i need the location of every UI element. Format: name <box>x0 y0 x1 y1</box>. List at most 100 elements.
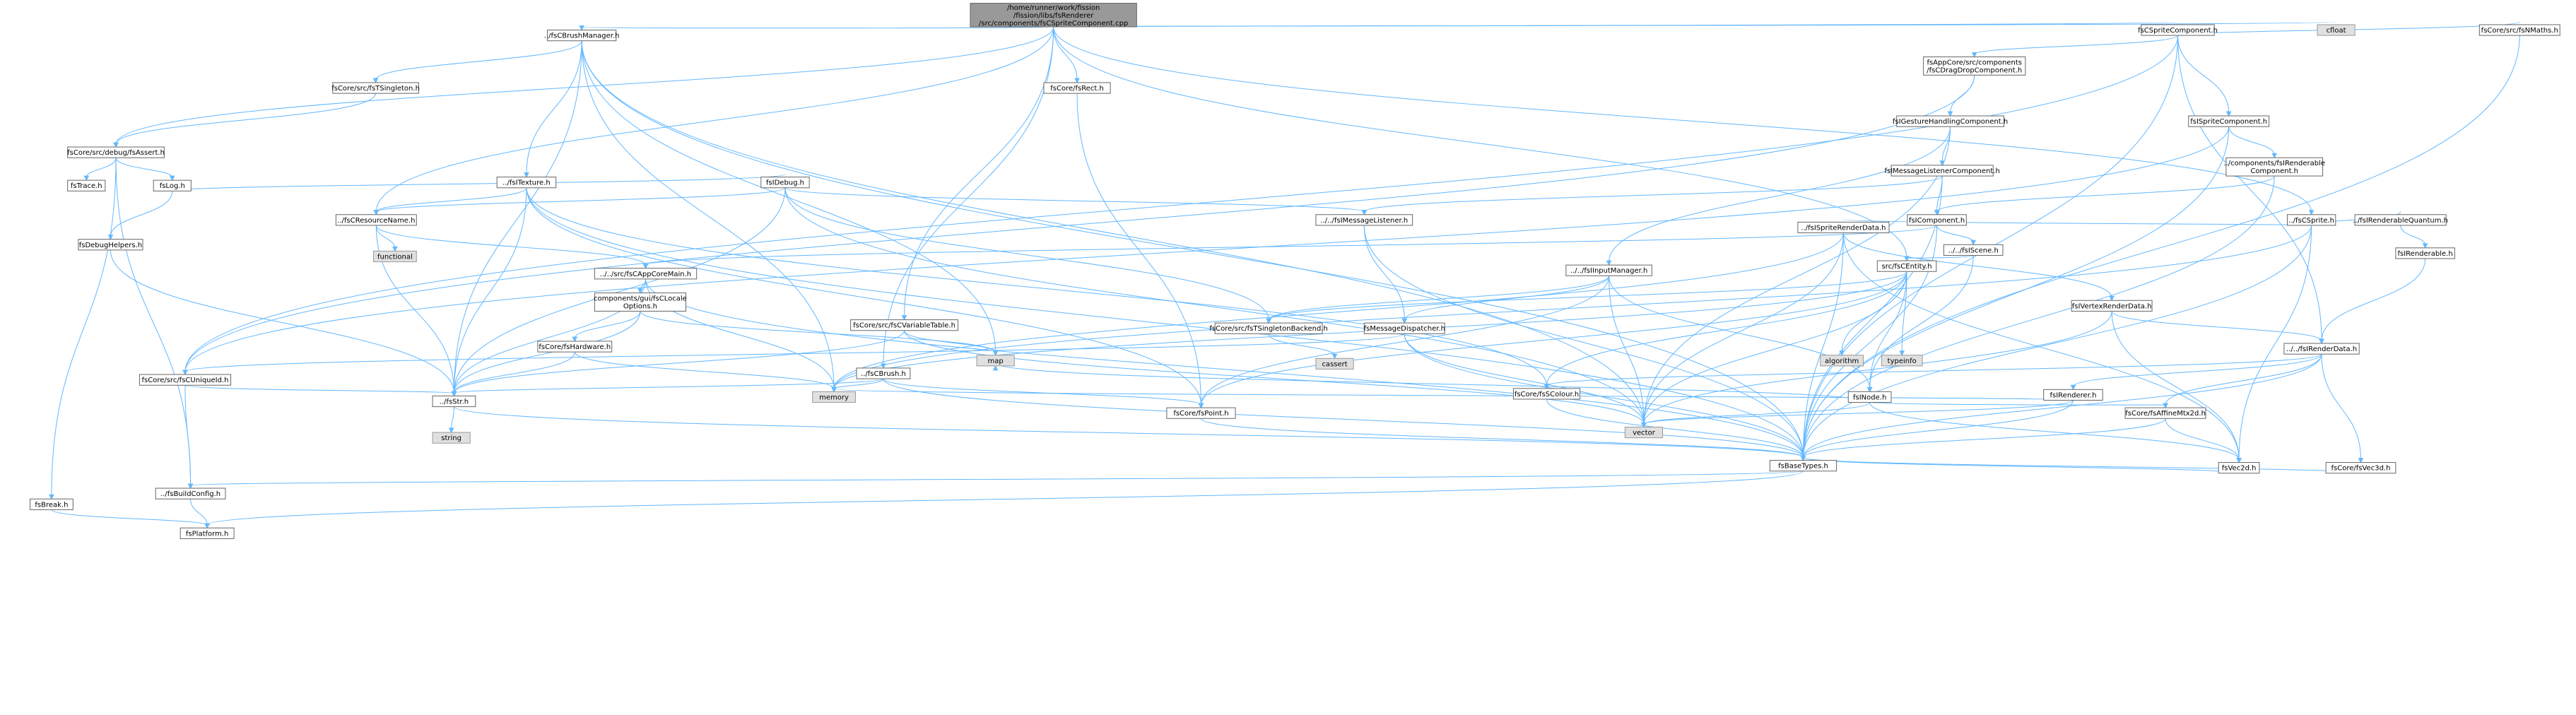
node-rect[interactable]: fsCore/fsRect.h <box>1043 82 1111 94</box>
node-vector[interactable]: vector <box>1624 426 1664 439</box>
node-imsglistener[interactable]: ../../fsIMessageListener.h <box>1315 214 1413 226</box>
node-irenderer[interactable]: fsIRenderer.h <box>2043 389 2103 401</box>
node-cbrush[interactable]: ../fsCBrush.h <box>856 367 911 379</box>
node-box <box>1881 355 1923 367</box>
node-map[interactable]: map <box>976 355 1015 367</box>
edge-dragdrop-to-gesture <box>1950 75 1975 114</box>
edge-itexture-to-basetypes <box>526 187 1804 458</box>
node-singleton[interactable]: fsCore/src/fsTSingleton.h <box>331 82 420 94</box>
node-gesture[interactable]: fsIGestureHandlingComponent.h <box>1893 115 2008 127</box>
node-iscene[interactable]: ../../fsIScene.h <box>1943 244 2004 256</box>
node-affine[interactable]: fsCore/fsAffineMtx2d.h <box>2124 407 2206 419</box>
arrowhead-singleton <box>372 78 379 84</box>
edge-msglistenercomp-to-basetypes <box>1803 176 1943 458</box>
node-inputmgr[interactable]: ../../fsIInputManager.h <box>1565 264 1652 276</box>
node-str[interactable]: ../fsStr.h <box>432 395 476 408</box>
node-hardware[interactable]: fsCore/fsHardware.h <box>537 341 613 353</box>
node-log[interactable]: fsLog.h <box>153 179 192 191</box>
node-label: fsAppCore/src/components <box>1927 59 2022 66</box>
node-box <box>2286 214 2336 226</box>
node-msgdispatcher[interactable]: fsMessageDispatcher.h <box>1364 322 1445 334</box>
edge-inode-to-vec2d <box>1869 402 2240 460</box>
node-nmaths[interactable]: fsCore/src/fsNMaths.h <box>2478 24 2560 36</box>
edge-icomponent-to-iscene <box>1936 225 1974 242</box>
node-string[interactable]: string <box>432 432 471 444</box>
node-box <box>2043 389 2103 401</box>
node-uniqueid[interactable]: fsCore/src/fsCUniqueId.h <box>139 374 232 386</box>
node-trace[interactable]: fsTrace.h <box>67 179 106 191</box>
edge-irenderdata-to-basetypes <box>1803 354 2322 458</box>
node-label: ../fsBuildConfig.h <box>160 490 220 498</box>
node-label: ../fsCResourceName.h <box>337 217 415 225</box>
arrowhead-csprite <box>2308 210 2315 215</box>
node-root[interactable]: /home/runner/work/fission/fission/libs/f… <box>970 3 1137 28</box>
node-vertexrenderdata[interactable]: fsIVertexRenderData.h <box>2071 300 2153 312</box>
node-typeinfo[interactable]: typeinfo <box>1881 355 1923 367</box>
node-cfloat[interactable]: cfloat <box>2317 24 2356 36</box>
node-cvartable[interactable]: fsCore/src/fsCVariableTable.h <box>850 319 958 331</box>
node-buildconfig[interactable]: ../fsBuildConfig.h <box>155 488 226 500</box>
node-vec3d[interactable]: fsCore/fsVec3d.h <box>2325 462 2396 474</box>
node-break[interactable]: fsBreak.h <box>30 498 73 510</box>
node-memory[interactable]: memory <box>812 391 856 403</box>
node-assert[interactable]: fsCore/src/debug/fsAssert.h <box>67 146 165 158</box>
edge-itexture-to-str <box>453 187 527 394</box>
node-functional[interactable]: functional <box>373 250 417 263</box>
node-basetypes[interactable]: fsBaseTypes.h <box>1769 460 1837 472</box>
arrowhead-irenderablecomp <box>2271 153 2278 159</box>
arrowhead-buildconfig <box>187 483 194 490</box>
node-spritecomp[interactable]: fsCSpriteComponent.h <box>2138 24 2218 36</box>
node-box <box>1923 56 2026 76</box>
node-box <box>78 239 143 251</box>
edge-inode-to-affine <box>1869 402 2166 406</box>
node-box <box>1512 388 1581 400</box>
edge-spritecomp-to-uniqueid <box>184 35 2179 372</box>
node-label: fsINode.h <box>1853 394 1886 401</box>
node-box <box>1214 322 1323 334</box>
node-csprite[interactable]: ../fsCSprite.h <box>2286 214 2336 226</box>
node-scolour[interactable]: fsCore/fsSColour.h <box>1512 388 1581 400</box>
node-box <box>1565 264 1652 276</box>
edge-cvartable-to-str <box>453 330 905 394</box>
node-centity[interactable]: src/fsCEntity.h <box>1876 260 1937 272</box>
node-irenderable[interactable]: fsIRenderable.h <box>2395 247 2455 259</box>
edge-vertexrenderdata-to-vector <box>1643 311 2112 425</box>
edge-debug-to-str <box>453 187 786 394</box>
node-itexture[interactable]: ../fsITexture.h <box>496 177 557 189</box>
edge-irenderer-to-vector <box>1643 400 2074 425</box>
node-dragdrop[interactable]: fsAppCore/src/components/fsCDragDropComp… <box>1923 56 2026 76</box>
node-renderablequantum[interactable]: ../fsIRenderableQuantum.h <box>2353 214 2448 226</box>
node-irenderdata[interactable]: ../../fsIRenderData.h <box>2283 343 2360 355</box>
node-box <box>139 374 232 386</box>
node-vec2d[interactable]: fsVec2d.h <box>2218 462 2260 474</box>
edge-irenderdata-to-scolour <box>1546 353 2322 386</box>
node-brushmgr[interactable]: ../fsCBrushManager.h <box>544 30 620 42</box>
arrowhead-ispritecomp <box>2225 111 2232 117</box>
edge-spriterenderdata-to-basetypes <box>1803 232 1844 458</box>
node-debughelpers[interactable]: fsDebugHelpers.h <box>78 239 143 251</box>
node-point[interactable]: fsCore/fsPoint.h <box>1166 407 1236 419</box>
node-appcoremain[interactable]: ../../src/fsCAppCoreMain.h <box>594 268 698 280</box>
edge-locale-to-str <box>453 311 641 394</box>
edge-irenderable-to-irenderdata <box>2321 259 2426 341</box>
node-label: ../fsCSprite.h <box>2288 217 2334 225</box>
edge-str-to-string <box>451 406 454 430</box>
node-spriterenderdata[interactable]: ../fsISpriteRenderData.h <box>1797 221 1890 234</box>
node-platform[interactable]: fsPlatform.h <box>180 527 235 539</box>
node-ispritecomp[interactable]: fsISpriteComponent.h <box>2188 115 2270 127</box>
node-label: fsIRenderable.h <box>2398 250 2453 258</box>
node-algorithm[interactable]: algorithm <box>1820 355 1864 367</box>
node-cassert[interactable]: cassert <box>1315 358 1354 370</box>
edge-uniqueid-to-str <box>184 384 454 394</box>
node-resname[interactable]: ../fsCResourceName.h <box>335 214 417 226</box>
node-tsingletonbackend[interactable]: fsCore/src/fsTSingletonBackend.h <box>1209 322 1328 334</box>
node-debug[interactable]: fsIDebug.h <box>760 177 810 189</box>
arrowhead-break <box>49 494 54 500</box>
node-icomponent[interactable]: fsIComponent.h <box>1907 214 1967 226</box>
node-msglistenercomp[interactable]: fsIMessageListenerComponent.h <box>1885 165 2000 177</box>
edge-spritecomp-to-dragdrop <box>1974 35 2179 54</box>
node-inode[interactable]: fsINode.h <box>1847 391 1892 403</box>
